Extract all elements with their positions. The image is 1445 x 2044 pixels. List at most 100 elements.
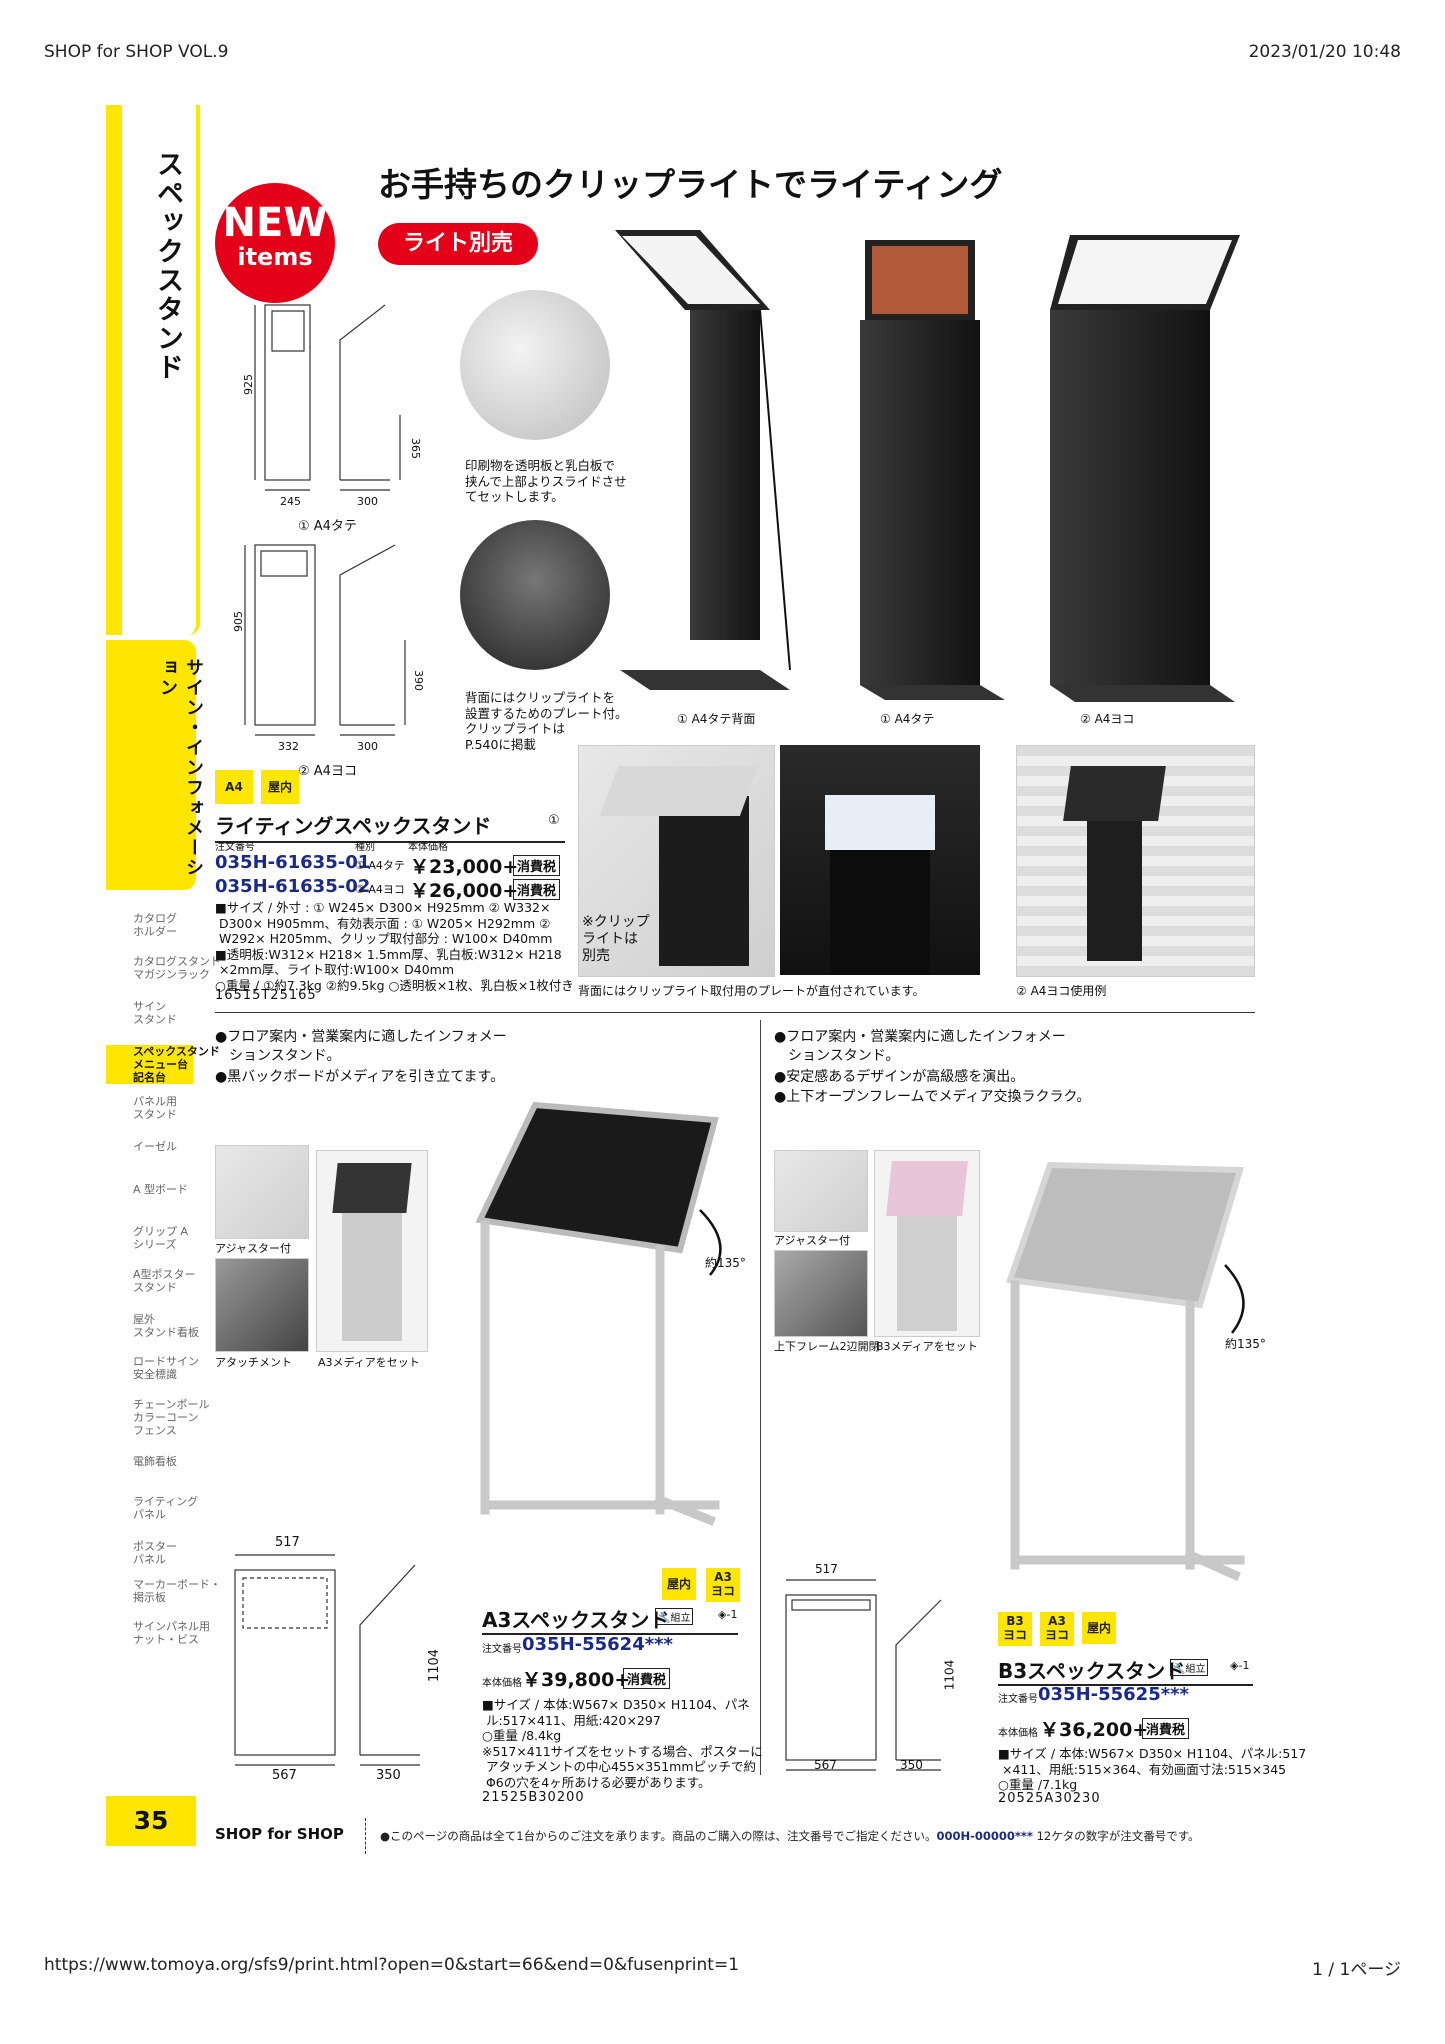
sidebar-item[interactable]: イーゼル — [133, 1140, 177, 1153]
a3-dim-panel-width: 517 — [275, 1535, 300, 1550]
caption-a4tate: ① A4タテ — [880, 712, 935, 726]
sidebar-item[interactable]: ロードサイン 安全標識 — [133, 1355, 199, 1381]
caption-a4tate-drawing: ① A4タテ — [298, 519, 357, 534]
dim-a4tate-width: 245 — [280, 495, 301, 508]
a3-badge-size: A3 ヨコ — [706, 1568, 740, 1602]
product1-row-type: ① A4タテ — [355, 859, 405, 872]
light-sold-separately-pill: ライト別売 — [378, 223, 538, 265]
diamond-icon: ◈ — [1230, 1659, 1239, 1672]
dim-a4yoko-rear: 390 — [412, 670, 425, 691]
caption-adjuster-b3: アジャスター付 — [774, 1234, 851, 1247]
photo-a4yoko-usage — [1016, 745, 1255, 977]
print-footer-url[interactable]: https://www.tomoya.org/sfs9/print.html?o… — [44, 1955, 740, 1975]
sidebar-item[interactable]: A 型ボード — [133, 1183, 189, 1196]
sidebar-item[interactable]: スペックスタンド メニュー台 記名台 — [106, 1045, 220, 1084]
col-price-header: 本体価格 — [408, 842, 448, 853]
page-number: 35 — [133, 1806, 169, 1835]
product1-row-code: 035H-61635-02 — [215, 876, 371, 897]
footer-note-suffix: 12ケタの数字が注文番号です。 — [1032, 1829, 1200, 1843]
product3-tax: 消費税 — [1142, 1718, 1190, 1739]
photo-adjuster-a3 — [215, 1145, 309, 1239]
footer-brand: SHOP for SHOP — [215, 1825, 344, 1843]
caption-b3-media: B3メディアをセット — [876, 1340, 978, 1353]
product1-row-price: ￥23,000+ — [410, 856, 519, 878]
sidebar-category-title: サイン・インフォメーション — [157, 658, 204, 878]
product3-price: ￥36,200+ — [1040, 1719, 1149, 1741]
product2-spec: ■サイズ / 本体:W567× D350× H1104、パネ ル:517×411… — [482, 1697, 763, 1790]
product2-ref-label: -1 — [726, 1608, 738, 1621]
badge-size: A4 — [215, 770, 253, 804]
caption-back-plate: 背面にはクリップライト取付用のプレートが直付されています。 — [578, 984, 925, 998]
photo-b3-media — [874, 1150, 980, 1337]
note-back-plate: 背面にはクリップライトを 設置するためのプレート付。 クリップライトは P.54… — [465, 690, 628, 752]
sidebar-item[interactable]: ライティング パネル — [133, 1495, 199, 1521]
product2-bullet-1: ●フロア案内・営業案内に適したインフォメー ションスタンド。 — [215, 1029, 507, 1064]
product2-price: ￥39,800+ — [522, 1669, 631, 1691]
product1-row-type: ② A4ヨコ — [355, 883, 405, 896]
product2-jan: 21525B30200 — [482, 1790, 585, 1805]
sidebar-item[interactable]: カタログスタンド マガジンラック — [133, 955, 221, 981]
wrench-icon: 🔧 — [658, 1613, 671, 1624]
product1-row-price: ￥26,000+ — [410, 880, 519, 902]
dim-a4tate-depth: 300 — [357, 495, 378, 508]
print-footer-page: 1 / 1ページ — [1312, 1960, 1401, 1980]
product1-ref: ① — [548, 813, 560, 828]
product1-row-tax: 消費税 — [513, 855, 561, 876]
product3-bullet-2: ●安定感あるデザインが高級感を演出。 — [774, 1069, 1025, 1085]
sidebar-item[interactable]: マーカーボード・ 掲示板 — [133, 1578, 221, 1604]
photo-attachment — [215, 1258, 309, 1352]
b3-badge-a3: A3 ヨコ — [1040, 1612, 1074, 1646]
footer-note-prefix: ●このページの商品は全て1台からのご注文を承ります。商品のご購入の際は、注文番号… — [380, 1829, 937, 1843]
dim-a4tate-rear: 365 — [409, 438, 422, 459]
product3-name: B3スペックスタンド — [998, 1655, 1253, 1686]
photo-lit-stand — [780, 745, 980, 975]
clip-light-note: ※クリップ ライトは 別売 — [582, 914, 650, 964]
page-number-box: 35 — [106, 1796, 196, 1846]
a3-badge-indoor: 屋内 — [662, 1568, 696, 1600]
a3-stand-illustration — [475, 1101, 722, 1526]
a3-dim-height: 1104 — [427, 1648, 443, 1683]
product3-ref: ◈-1 — [1230, 1659, 1249, 1672]
sidebar-item[interactable]: チェーンポール カラーコーン フェンス — [133, 1398, 210, 1437]
caption-a4yoko-usage: ② A4ヨコ使用例 — [1016, 984, 1107, 998]
product1-row-code: 035H-61635-01 — [215, 852, 371, 873]
sidebar-item[interactable]: A型ポスター スタンド — [133, 1268, 196, 1294]
new-badge-line1: NEW — [222, 200, 328, 246]
a3-dim-depth: 350 — [376, 1768, 401, 1783]
sidebar-item[interactable]: サイン スタンド — [133, 1000, 177, 1026]
detail-photo-plate — [460, 520, 610, 670]
product3-assembly-label: 組立 — [1185, 1664, 1206, 1675]
sidebar-item[interactable]: グリップ A シリーズ — [133, 1225, 189, 1251]
product1-spec: ■サイズ / 外寸 : ① W245× D300× H925mm ② W332×… — [215, 900, 574, 993]
product1-row-tax: 消費税 — [513, 879, 561, 900]
sidebar-category-tab: サイン・インフォメーション — [106, 640, 204, 890]
sidebar-section-title: スペックスタンド — [152, 150, 183, 382]
sidebar-item[interactable]: カタログ ホルダー — [133, 912, 177, 938]
product2-assembly-label: 組立 — [670, 1613, 691, 1624]
caption-attachment: アタッチメント — [215, 1356, 292, 1369]
b3-badge-indoor: 屋内 — [1082, 1612, 1116, 1644]
product2-price-label: 本体価格 — [482, 1678, 522, 1689]
sidebar-item[interactable]: パネル用 スタンド — [133, 1095, 177, 1121]
sidebar-section-tab: スペックスタンド — [106, 105, 200, 635]
product2-bullet-2: ●黒バックボードがメディアを引き立てます。 — [215, 1069, 505, 1085]
product3-assembly: 🔧組立 — [1170, 1659, 1209, 1676]
dim-a4tate-height: 925 — [242, 374, 255, 395]
a3-dim-base: 567 — [272, 1768, 297, 1783]
product2-tax: 消費税 — [623, 1668, 671, 1689]
a3-dimension-drawing — [234, 1554, 420, 1766]
col-type-header: 種別 — [355, 842, 375, 853]
detail-photo-slide — [460, 290, 610, 440]
sidebar-item[interactable]: サインパネル用 ナット・ビス — [133, 1620, 210, 1646]
b3-angle-label: 約135° — [1225, 1337, 1266, 1351]
product3-spec: ■サイズ / 本体:W567× D350× H1104、パネル:517 ×411… — [998, 1746, 1307, 1792]
caption-a4yoko: ② A4ヨコ — [1080, 712, 1135, 726]
b3-dim-base: 567 — [814, 1758, 837, 1772]
sidebar-item[interactable]: 屋外 スタンド看板 — [133, 1313, 199, 1339]
photo-a3-media — [316, 1150, 428, 1352]
dimension-drawings-a4 — [244, 304, 406, 736]
sidebar-item[interactable]: 電飾看板 — [133, 1455, 177, 1468]
dim-a4yoko-depth: 300 — [357, 740, 378, 753]
sidebar-item[interactable]: ポスター パネル — [133, 1540, 177, 1566]
caption-adjuster-a3: アジャスター付 — [215, 1242, 292, 1255]
